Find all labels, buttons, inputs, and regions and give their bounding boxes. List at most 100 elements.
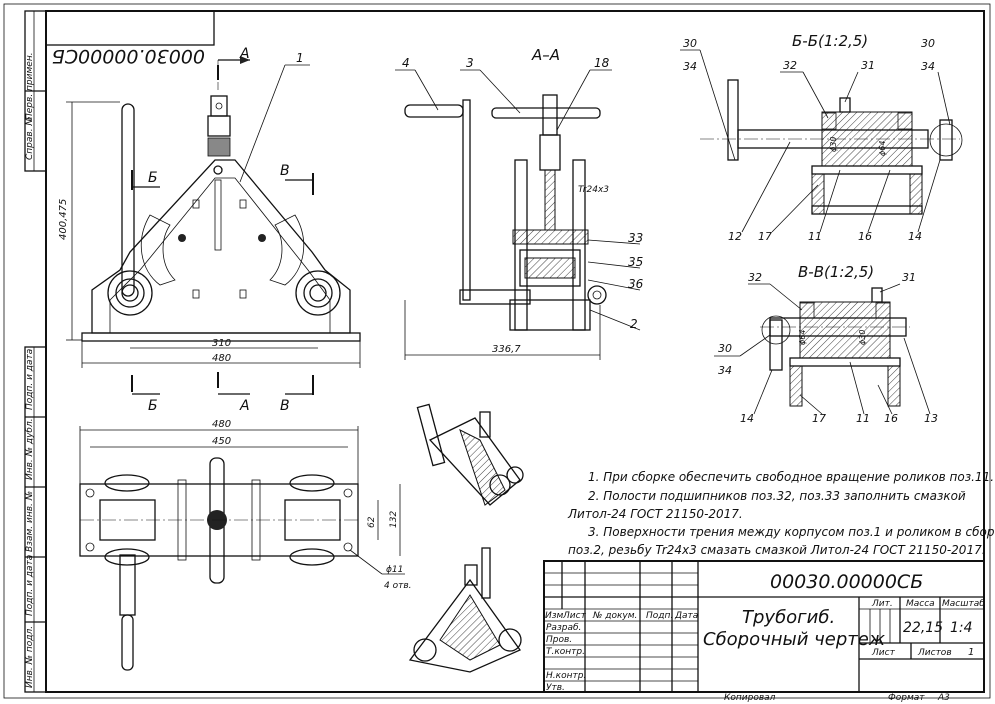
aa-label-35: 35 — [628, 255, 643, 269]
bb-label-30-left: 30 — [683, 37, 697, 50]
section-a-top: А — [239, 46, 250, 62]
bb-label-31: 31 — [861, 59, 875, 72]
section-v-bottom: В — [280, 398, 290, 414]
left-slot — [140, 214, 176, 286]
bb-label-30-right: 30 — [921, 37, 935, 50]
bb-label-17: 17 — [758, 230, 772, 243]
aa-label-33: 33 — [628, 231, 643, 245]
isometric-view-1 — [416, 403, 524, 506]
title-lit: Лит. — [871, 599, 893, 609]
side-label-inv-podl: Инв. № подл. — [25, 626, 35, 688]
body-frame — [91, 159, 351, 334]
section-aa: А–А 4 3 18 Tr24x3 33 35 36 — [395, 46, 644, 360]
vv-dim-64: ϕ64 — [798, 330, 807, 345]
footer-format-value: A3 — [937, 693, 950, 703]
title-sheets: Листов — [917, 648, 952, 658]
section-b-bottom: Б — [148, 398, 158, 414]
aa-dim: 336,7 — [492, 344, 521, 355]
dim-310: 310 — [212, 338, 231, 349]
col-podp: Подп. — [646, 611, 673, 621]
dim-480: 480 — [212, 353, 231, 364]
vv-label-31: 31 — [902, 271, 916, 284]
side-label-podp1: Подп. и дата — [25, 349, 35, 410]
aa-thread: Tr24x3 — [578, 185, 609, 195]
footer-copied: Копировал — [724, 693, 776, 703]
vv-label-14: 14 — [740, 412, 754, 425]
bb-label-34-left: 34 — [683, 60, 697, 73]
top-dim-62: 62 — [367, 516, 377, 528]
vv-label-13: 13 — [924, 412, 938, 425]
screw-handle — [210, 95, 228, 117]
side-label-sprav: Справ. № — [25, 116, 35, 160]
title-name-2: Сборочный чертеж — [703, 629, 886, 650]
section-a-bottom: А — [239, 398, 250, 414]
row-utv: Утв. — [546, 683, 565, 693]
bb-dim-64: ϕ64 — [878, 141, 887, 156]
bb-label-32: 32 — [783, 59, 797, 72]
aa-label-36: 36 — [628, 277, 644, 291]
title-sheet: Лист — [871, 648, 896, 658]
note-3: 3. Поверхности трения между корпусом поз… — [588, 525, 995, 539]
top-stamp-designation: 00030.00000СБ — [52, 45, 205, 67]
bb-label-34-right: 34 — [921, 60, 935, 73]
side-label-podp2: Подп. и дата — [25, 555, 35, 616]
top-stamp: 00030.00000СБ — [45, 10, 215, 67]
side-label-inv-dubl: Инв. № дубл. — [25, 418, 35, 480]
footer-format: Формат — [888, 693, 925, 703]
section-vv-title: В-В(1:2,5) — [798, 263, 874, 281]
left-roller — [107, 270, 153, 316]
vv-label-30: 30 — [718, 342, 732, 355]
top-dim-480: 480 — [212, 419, 231, 430]
side-label-perv: Перв. примен. — [25, 52, 35, 120]
section-bb: Б-Б(1:2,5) 30 34 32 31 30 34 12 17 11 16 — [680, 32, 963, 243]
bb-label-14: 14 — [908, 230, 922, 243]
top-dim-450: 450 — [212, 436, 231, 447]
part-label-1: 1 — [296, 51, 304, 65]
note-3-cont: поз.2, резьбу Tr24x3 смазать смазкой Лит… — [568, 543, 986, 557]
note-1: 1. При сборке обеспечить свободное враще… — [588, 470, 994, 484]
col-izm: Изм — [545, 611, 564, 621]
side-stamp: Перв. примен. Справ. № Подп. и дата Инв.… — [24, 10, 47, 693]
top-view: 480 450 62 132 ϕ11 4 отв. — [79, 419, 412, 671]
front-view: А А Б Б В В 1 400,475 310 480 — [58, 46, 361, 414]
bb-label-16: 16 — [858, 230, 872, 243]
top-holes-count: 4 отв. — [384, 581, 412, 591]
row-tkontr: Т.контр. — [546, 647, 585, 657]
vv-label-11: 11 — [856, 412, 870, 425]
top-hole-dim: ϕ11 — [386, 565, 403, 575]
outer-border — [3, 3, 991, 699]
top-dim-132: 132 — [389, 511, 399, 528]
crank-handle — [121, 103, 135, 297]
section-vv: В-В(1:2,5) 32 31 30 34 14 17 11 16 13 ϕ6… — [714, 263, 938, 425]
aa-label-3: 3 — [466, 56, 474, 70]
note-2: 2. Полости подшипников поз.32, поз.33 за… — [588, 489, 966, 503]
aa-label-4: 4 — [402, 56, 410, 70]
side-label-vzam: Взам. инв. № — [25, 491, 35, 552]
vv-label-32: 32 — [748, 271, 762, 284]
section-bb-title: Б-Б(1:2,5) — [792, 32, 868, 50]
title-sheets-value: 1 — [968, 647, 974, 658]
technical-notes: 1. При сборке обеспечить свободное враще… — [567, 470, 995, 557]
title-name-1: Трубогиб. — [742, 607, 835, 628]
title-mass-value: 22,15 — [903, 620, 943, 636]
vv-label-34: 34 — [718, 364, 732, 377]
col-doc: № докум. — [592, 611, 637, 621]
col-date: Дата — [674, 611, 698, 621]
title-block: Изм Лист № докум. Подп. Дата Разраб. Про… — [543, 560, 985, 693]
vv-dim-30: ϕ30 — [858, 330, 867, 345]
note-2-cont: Литол-24 ГОСТ 21150-2017. — [567, 507, 743, 521]
section-aa-title: А–А — [531, 46, 560, 64]
aa-label-2: 2 — [630, 317, 638, 331]
aa-label-18: 18 — [594, 56, 610, 70]
title-mass: Масса — [906, 599, 935, 609]
right-slot — [269, 214, 305, 286]
right-roller — [295, 270, 341, 316]
section-v-top: В — [280, 163, 290, 179]
section-b-top: Б — [148, 170, 158, 186]
isometric-view-2 — [408, 547, 522, 673]
title-scale: Масштаб — [942, 599, 985, 609]
dim-height: 400,475 — [58, 199, 69, 240]
title-scale-value: 1:4 — [950, 620, 973, 636]
bb-label-12: 12 — [728, 230, 742, 243]
